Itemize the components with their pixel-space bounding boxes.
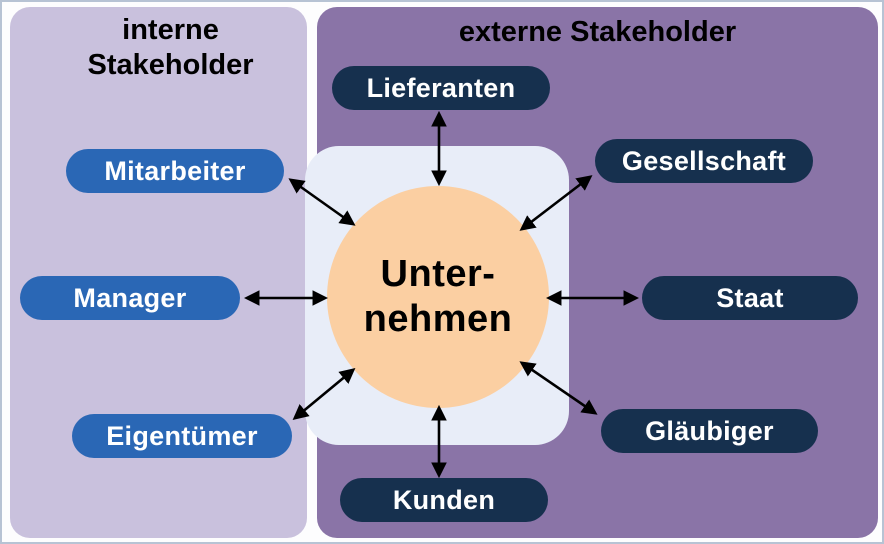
internal-stakeholder-panel — [10, 7, 307, 538]
company-circle: Unter- nehmen — [327, 186, 549, 408]
pill-gesellschaft-label: Gesellschaft — [621, 145, 787, 176]
company-label-line1: Unter- — [380, 253, 496, 295]
pill-eigentuemer: Eigentümer — [72, 414, 292, 458]
pill-manager: Manager — [20, 276, 240, 320]
pill-staat-label: Staat — [716, 282, 784, 313]
company-label-line2: nehmen — [363, 298, 513, 340]
pill-staat: Staat — [642, 276, 858, 320]
pill-gesellschaft: Gesellschaft — [595, 139, 813, 183]
pill-mitarbeiter: Mitarbeiter — [66, 149, 284, 193]
pill-glaeubiger: Gläubiger — [601, 409, 818, 453]
internal-title-line2: Stakeholder — [87, 49, 254, 81]
pill-eigentuemer-label: Eigentümer — [106, 420, 258, 451]
external-title-text: externe Stakeholder — [458, 16, 737, 48]
pill-lieferanten: Lieferanten — [332, 66, 550, 110]
pill-mitarbeiter-label: Mitarbeiter — [104, 155, 246, 186]
pill-kunden-label: Kunden — [392, 484, 496, 515]
pill-kunden: Kunden — [340, 478, 548, 522]
pill-manager-label: Manager — [73, 282, 187, 313]
external-panel-title: externe Stakeholder — [317, 15, 878, 50]
pill-glaeubiger-label: Gläubiger — [645, 415, 774, 446]
internal-panel-title: interne Stakeholder — [22, 13, 319, 83]
pill-lieferanten-label: Lieferanten — [366, 72, 516, 103]
internal-title-line1: interne — [122, 14, 219, 46]
